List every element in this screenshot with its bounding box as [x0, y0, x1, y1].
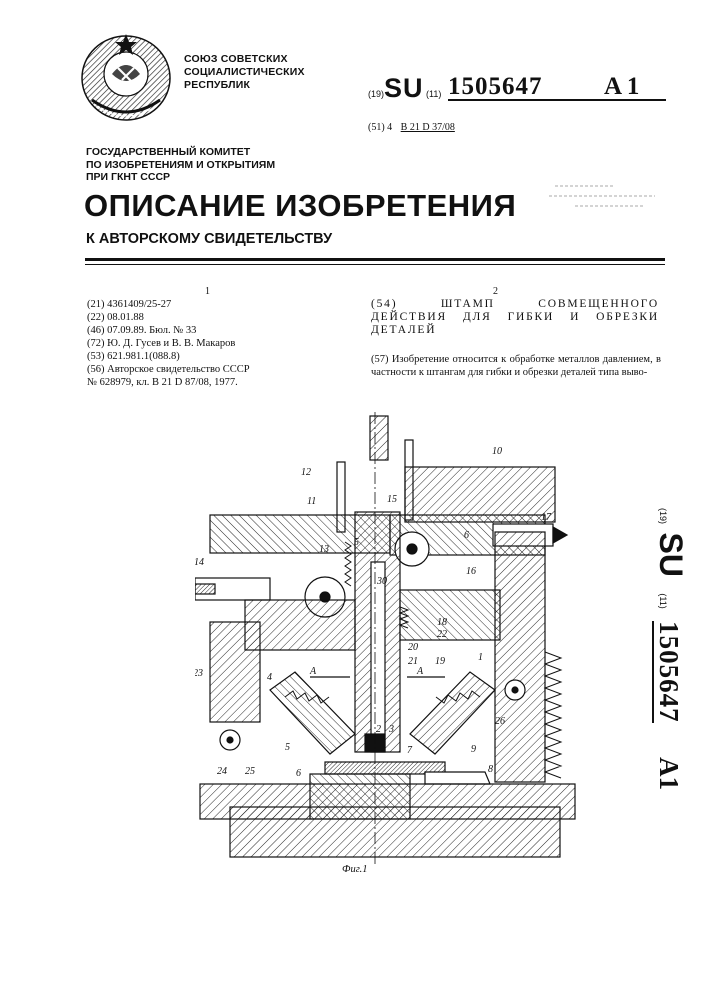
side-inid-19: (19)	[658, 508, 668, 524]
part-label: 2	[376, 724, 381, 735]
committee-name: ГОСУДАРСТВЕННЫЙ КОМИТЕТ ПО ИЗОБРЕТЕНИЯМ …	[86, 146, 275, 184]
document-subtitle: К АВТОРСКОМУ СВИДЕТЕЛЬСТВУ	[86, 231, 332, 247]
header-rule	[85, 258, 665, 261]
biblio-line: (56) Авторское свидетельство СССР	[87, 363, 250, 376]
biblio-line: № 628979, кл. В 21 D 87/08, 1977.	[87, 376, 250, 389]
ipc-prefix: (51) 4	[368, 122, 392, 133]
biblio-line: (21) 4361409/25-27	[87, 298, 250, 311]
part-label: 18	[437, 617, 447, 628]
side-inid-11: (11)	[658, 593, 668, 608]
part-label: 9	[471, 744, 476, 755]
part-label: 6	[296, 768, 301, 779]
org-line: СОЦИАЛИСТИЧЕСКИХ	[184, 66, 305, 79]
part-label: 22	[437, 629, 447, 640]
patent-number: 1505647	[448, 73, 543, 101]
ipc-classification: (51) 4 B 21 D 37/08	[368, 122, 455, 133]
part-label: 19	[435, 656, 445, 667]
invention-title: (54) ШТАМП СОВМЕЩЕННОГО ДЕЙСТВИЯ ДЛЯ ГИБ…	[371, 298, 659, 337]
side-patent-kind: A1	[654, 757, 684, 790]
inid-code-19: (19)	[368, 89, 384, 99]
part-label: 14	[195, 557, 204, 568]
part-label: 30	[376, 576, 387, 587]
ipc-class: B 21 D 37/08	[401, 122, 455, 133]
side-publication-stamp: (19) SU (11) 1505647 A1	[637, 508, 701, 838]
part-label: 13	[319, 544, 329, 555]
technical-drawing: 10 12 11 15 17 6 16 13 5 30 14 18 22 20 …	[195, 412, 580, 882]
part-label: А	[309, 666, 317, 677]
divider	[448, 99, 666, 101]
biblio-line: (22) 08.01.88	[87, 311, 250, 324]
side-patent-number: 1505647	[652, 621, 684, 723]
part-label: 15	[387, 494, 397, 505]
state-emblem	[78, 28, 174, 124]
part-label: 3	[388, 724, 394, 735]
part-label: 25	[245, 766, 255, 777]
part-label: 26	[495, 716, 505, 727]
header-rule-thin	[85, 264, 665, 265]
column-number: 2	[493, 286, 498, 297]
library-stamp	[545, 176, 665, 216]
part-label: 24	[217, 766, 227, 777]
column-number: 1	[205, 286, 210, 297]
side-country-code: SU	[653, 532, 689, 576]
part-label: А	[416, 666, 424, 677]
part-label: 5	[354, 537, 359, 548]
part-label: 16	[466, 566, 476, 577]
abstract: (57) Изобретение относится к обработке м…	[371, 353, 661, 379]
part-label: 1	[478, 652, 483, 663]
document-title: ОПИСАНИЕ ИЗОБРЕТЕНИЯ	[84, 188, 516, 224]
biblio-line: (46) 07.09.89. Бюл. № 33	[87, 324, 250, 337]
org-line: РЕСПУБЛИК	[184, 79, 305, 92]
bibliographic-data: (21) 4361409/25-27 (22) 08.01.88 (46) 07…	[87, 298, 250, 389]
committee-line: ГОСУДАРСТВЕННЫЙ КОМИТЕТ	[86, 146, 275, 159]
patent-kind: A 1	[604, 73, 639, 101]
part-label: 10	[492, 446, 502, 457]
biblio-line: (72) Ю. Д. Гусев и В. В. Макаров	[87, 337, 250, 350]
part-label: 5	[285, 742, 290, 753]
part-label: 11	[307, 496, 316, 507]
inid-code-11: (11)	[426, 89, 441, 99]
part-label: 23	[195, 668, 203, 679]
part-label: 12	[301, 467, 311, 478]
part-label: 17	[541, 512, 552, 523]
part-label: 20	[408, 642, 418, 653]
part-label: 6	[464, 530, 469, 541]
part-label: 4	[267, 672, 272, 683]
biblio-line: (53) 621.981.1(088.8)	[87, 350, 250, 363]
figure-caption: Фиг.1	[342, 864, 368, 875]
part-label: 8	[488, 764, 493, 775]
part-label: 7	[407, 745, 413, 756]
issuing-state: СОЮЗ СОВЕТСКИХ СОЦИАЛИСТИЧЕСКИХ РЕСПУБЛИ…	[184, 53, 305, 92]
country-code: SU	[384, 73, 424, 104]
committee-line: ПРИ ГКНТ СССР	[86, 171, 275, 184]
org-line: СОЮЗ СОВЕТСКИХ	[184, 53, 305, 66]
committee-line: ПО ИЗОБРЕТЕНИЯМ И ОТКРЫТИЯМ	[86, 159, 275, 172]
